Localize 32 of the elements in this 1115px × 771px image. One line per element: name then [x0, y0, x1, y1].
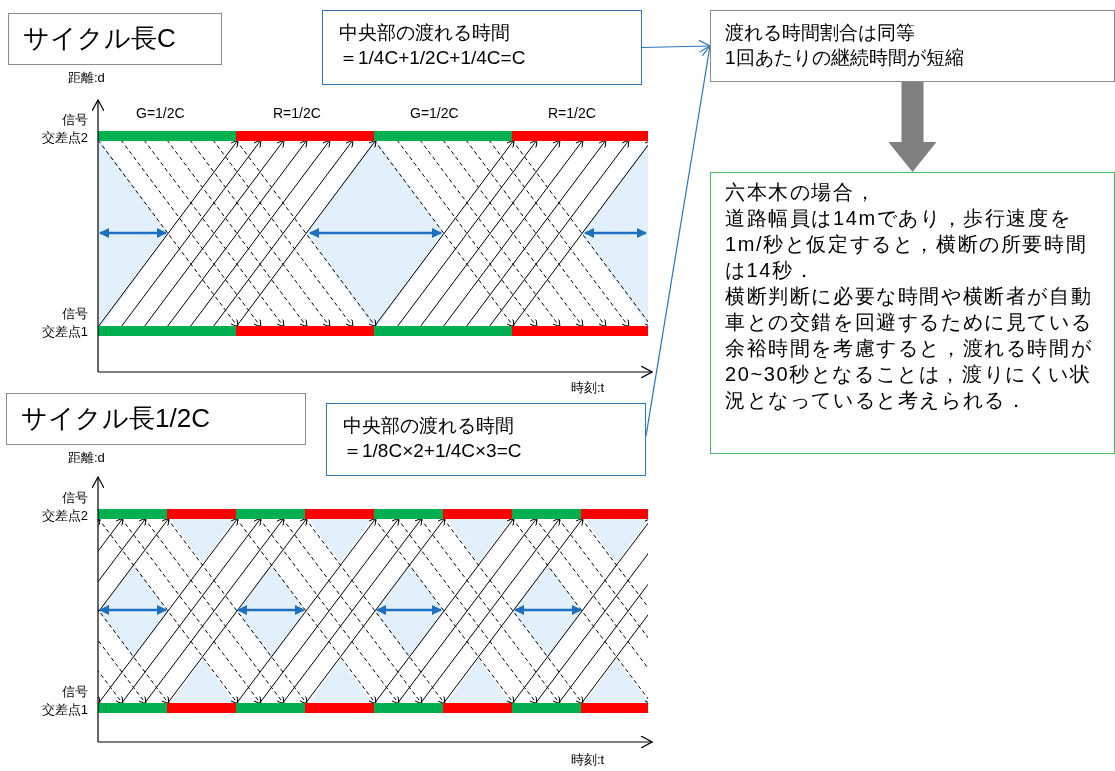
signal-label: 信号 — [62, 684, 88, 700]
note-text: ＝1/8C×2+1/4C×3=C — [343, 438, 523, 463]
title-text: サイクル長1/2C — [21, 402, 211, 435]
note-box — [326, 403, 646, 476]
note-text: 1回あたりの継続時間が短縮 — [725, 45, 965, 70]
signal-label: 交差点2 — [41, 130, 88, 146]
note-text: 中央部の渡れる時間 — [343, 414, 515, 438]
phase-label: G=1/2C — [136, 105, 185, 122]
block-arrow — [888, 82, 937, 172]
title-text: サイクル長C — [23, 22, 177, 55]
note-text: ＝1/4C+1/2C+1/4C=C — [339, 45, 527, 70]
signal-label: 交差点1 — [41, 324, 88, 340]
note-box — [322, 10, 642, 85]
signal-label: 信号 — [62, 306, 88, 322]
signal-label: 信号 — [62, 112, 88, 128]
note-text: 中央部の渡れる時間 — [339, 21, 511, 45]
phase-label: G=1/2C — [410, 105, 459, 122]
note-box — [710, 172, 1115, 454]
note-text: 道路幅員は14mであり，歩行速度を1m/秒と仮定すると，横断の所要時間は14秒． — [725, 206, 1089, 283]
signal-label: 交差点1 — [41, 702, 88, 718]
signal-label: 交差点2 — [41, 508, 88, 524]
phase-label: R=1/2C — [273, 105, 321, 122]
note-text: 横断判断に必要な時間や横断者が自動車との交錯を回避するために見ている余裕時間を考慮すると，渡れる時間が20~30秒となることは，渡りにくい状況となっていると考えられる． — [725, 284, 1094, 413]
phase-label: R=1/2C — [548, 105, 596, 122]
axis-label: 時刻:t — [571, 752, 605, 768]
title-box — [8, 13, 222, 65]
arrow — [641, 39, 711, 53]
note-text: 渡れる時間割合は同等 — [725, 21, 916, 45]
note-box — [710, 10, 1115, 82]
signal-label: 信号 — [62, 490, 88, 506]
title-box — [6, 393, 306, 445]
note-text: 六本木の場合， — [725, 180, 878, 205]
